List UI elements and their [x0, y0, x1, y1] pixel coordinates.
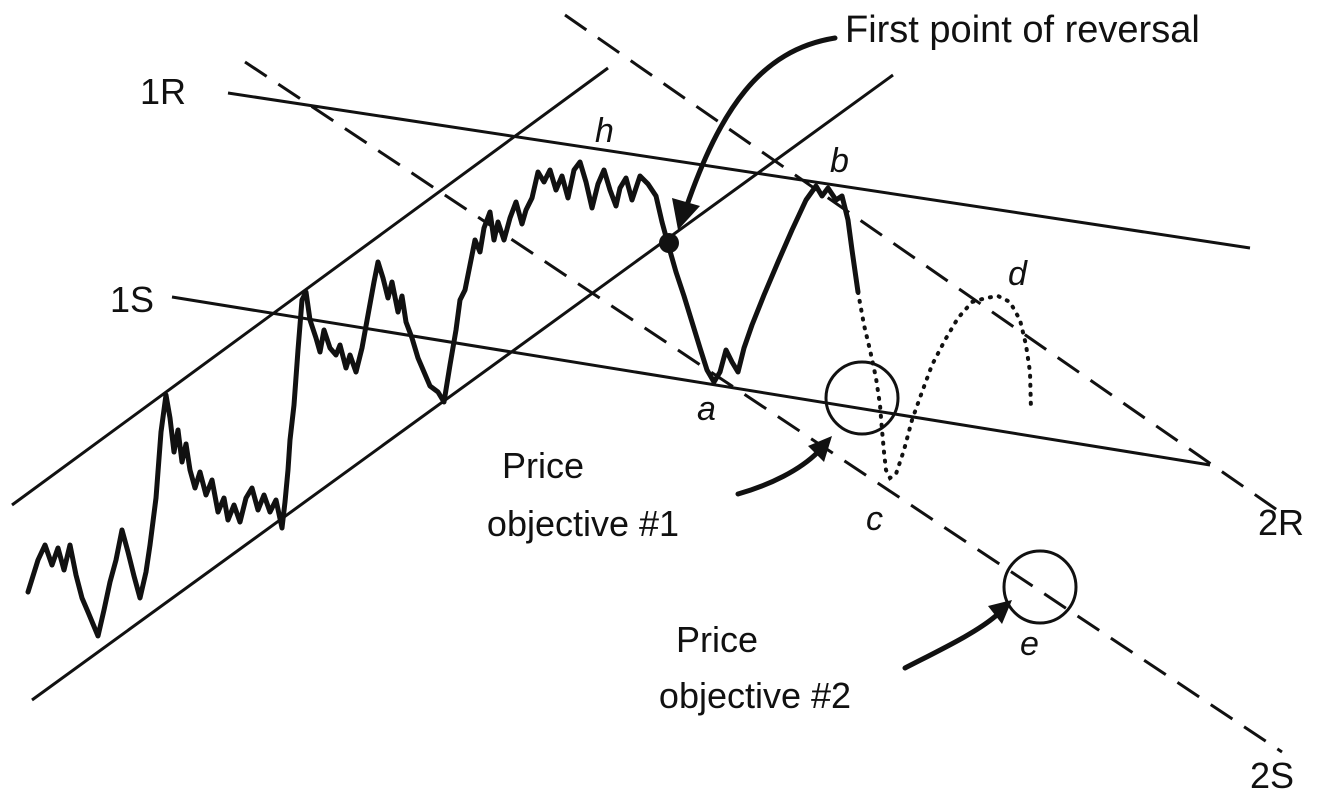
- label-point-e: e: [1020, 625, 1039, 663]
- label-1S: 1S: [110, 279, 154, 320]
- label-point-c: c: [866, 500, 883, 538]
- price-objective-2-circle: [1002, 549, 1078, 625]
- line-1R: [227, 91, 1251, 250]
- objective-2-arrowhead: [988, 600, 1012, 624]
- first-point-of-reversal-label: First point of reversal: [845, 9, 1200, 51]
- price-objective-1-line-1: Price: [502, 445, 584, 486]
- first-reversal-dot: [659, 233, 679, 253]
- objective-1-arrow: [735, 449, 821, 497]
- line-2R: [564, 13, 1281, 514]
- price-objective-2-line-2: objective #2: [659, 675, 851, 716]
- label-point-d: d: [1008, 255, 1028, 293]
- line-1S: [171, 295, 1211, 467]
- price-objective-1-circle: [824, 360, 900, 436]
- price-objective-1-line-2: objective #1: [487, 503, 679, 544]
- up-channel-lower-line: [31, 73, 894, 702]
- label-point-h: h: [595, 112, 614, 150]
- up-channel-upper-line: [11, 66, 609, 507]
- reversal-arrow: [683, 35, 838, 211]
- label-2S: 2S: [1250, 755, 1294, 796]
- line-2S: [244, 60, 1283, 754]
- objective-1-arrowhead: [808, 436, 832, 462]
- label-1R: 1R: [140, 71, 186, 112]
- label-point-b: b: [830, 142, 849, 180]
- label-point-a: a: [697, 390, 716, 428]
- objective-2-arrow: [902, 611, 1001, 671]
- reversal-arrowhead: [672, 198, 700, 230]
- price-objective-2-label: Price objective #2: [659, 619, 851, 716]
- label-2R: 2R: [1258, 502, 1304, 543]
- price-objective-2-line-1: Price: [676, 619, 758, 660]
- projected-path: [856, 290, 1033, 481]
- price-path: [25, 159, 861, 639]
- price-objective-1-label: Price objective #1: [487, 445, 679, 544]
